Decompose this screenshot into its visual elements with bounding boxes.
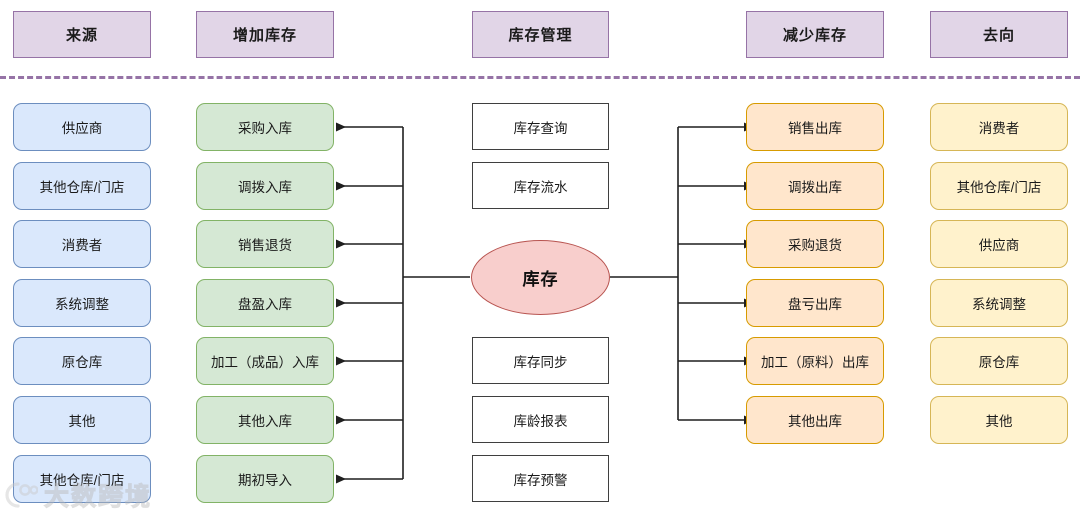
node-source[interactable]: 其他仓库/门店 (13, 455, 151, 503)
inventory-core-node[interactable]: 库存 (471, 240, 610, 315)
node-outbound[interactable]: 调拨出库 (746, 162, 884, 210)
node-source[interactable]: 原仓库 (13, 337, 151, 385)
node-inbound[interactable]: 盘盈入库 (196, 279, 334, 327)
node-outbound[interactable]: 采购退货 (746, 220, 884, 268)
node-destination[interactable]: 原仓库 (930, 337, 1068, 385)
column-header: 来源 (13, 11, 151, 58)
node-management[interactable]: 库龄报表 (472, 396, 609, 443)
node-outbound[interactable]: 加工（原料）出库 (746, 337, 884, 385)
node-destination[interactable]: 其他 (930, 396, 1068, 444)
node-source[interactable]: 消费者 (13, 220, 151, 268)
column-header: 减少库存 (746, 11, 884, 58)
node-destination[interactable]: 其他仓库/门店 (930, 162, 1068, 210)
node-source[interactable]: 其他仓库/门店 (13, 162, 151, 210)
inbound-connectors (336, 122, 470, 484)
column-header: 增加库存 (196, 11, 334, 58)
node-inbound[interactable]: 销售退货 (196, 220, 334, 268)
node-inbound[interactable]: 其他入库 (196, 396, 334, 444)
node-management[interactable]: 库存查询 (472, 103, 609, 150)
node-source[interactable]: 供应商 (13, 103, 151, 151)
node-inbound[interactable]: 采购入库 (196, 103, 334, 151)
node-destination[interactable]: 消费者 (930, 103, 1068, 151)
node-management[interactable]: 库存同步 (472, 337, 609, 384)
node-inbound[interactable]: 调拨入库 (196, 162, 334, 210)
node-source[interactable]: 其他 (13, 396, 151, 444)
node-outbound[interactable]: 盘亏出库 (746, 279, 884, 327)
node-outbound[interactable]: 其他出库 (746, 396, 884, 444)
node-outbound[interactable]: 销售出库 (746, 103, 884, 151)
column-header: 去向 (930, 11, 1068, 58)
node-management[interactable]: 库存预警 (472, 455, 609, 502)
node-destination[interactable]: 系统调整 (930, 279, 1068, 327)
section-divider (0, 76, 1080, 79)
column-header: 库存管理 (472, 11, 609, 58)
node-source[interactable]: 系统调整 (13, 279, 151, 327)
node-destination[interactable]: 供应商 (930, 220, 1068, 268)
node-inbound[interactable]: 加工（成品）入库 (196, 337, 334, 385)
node-management[interactable]: 库存流水 (472, 162, 609, 209)
outbound-connectors (610, 122, 754, 425)
node-inbound[interactable]: 期初导入 (196, 455, 334, 503)
